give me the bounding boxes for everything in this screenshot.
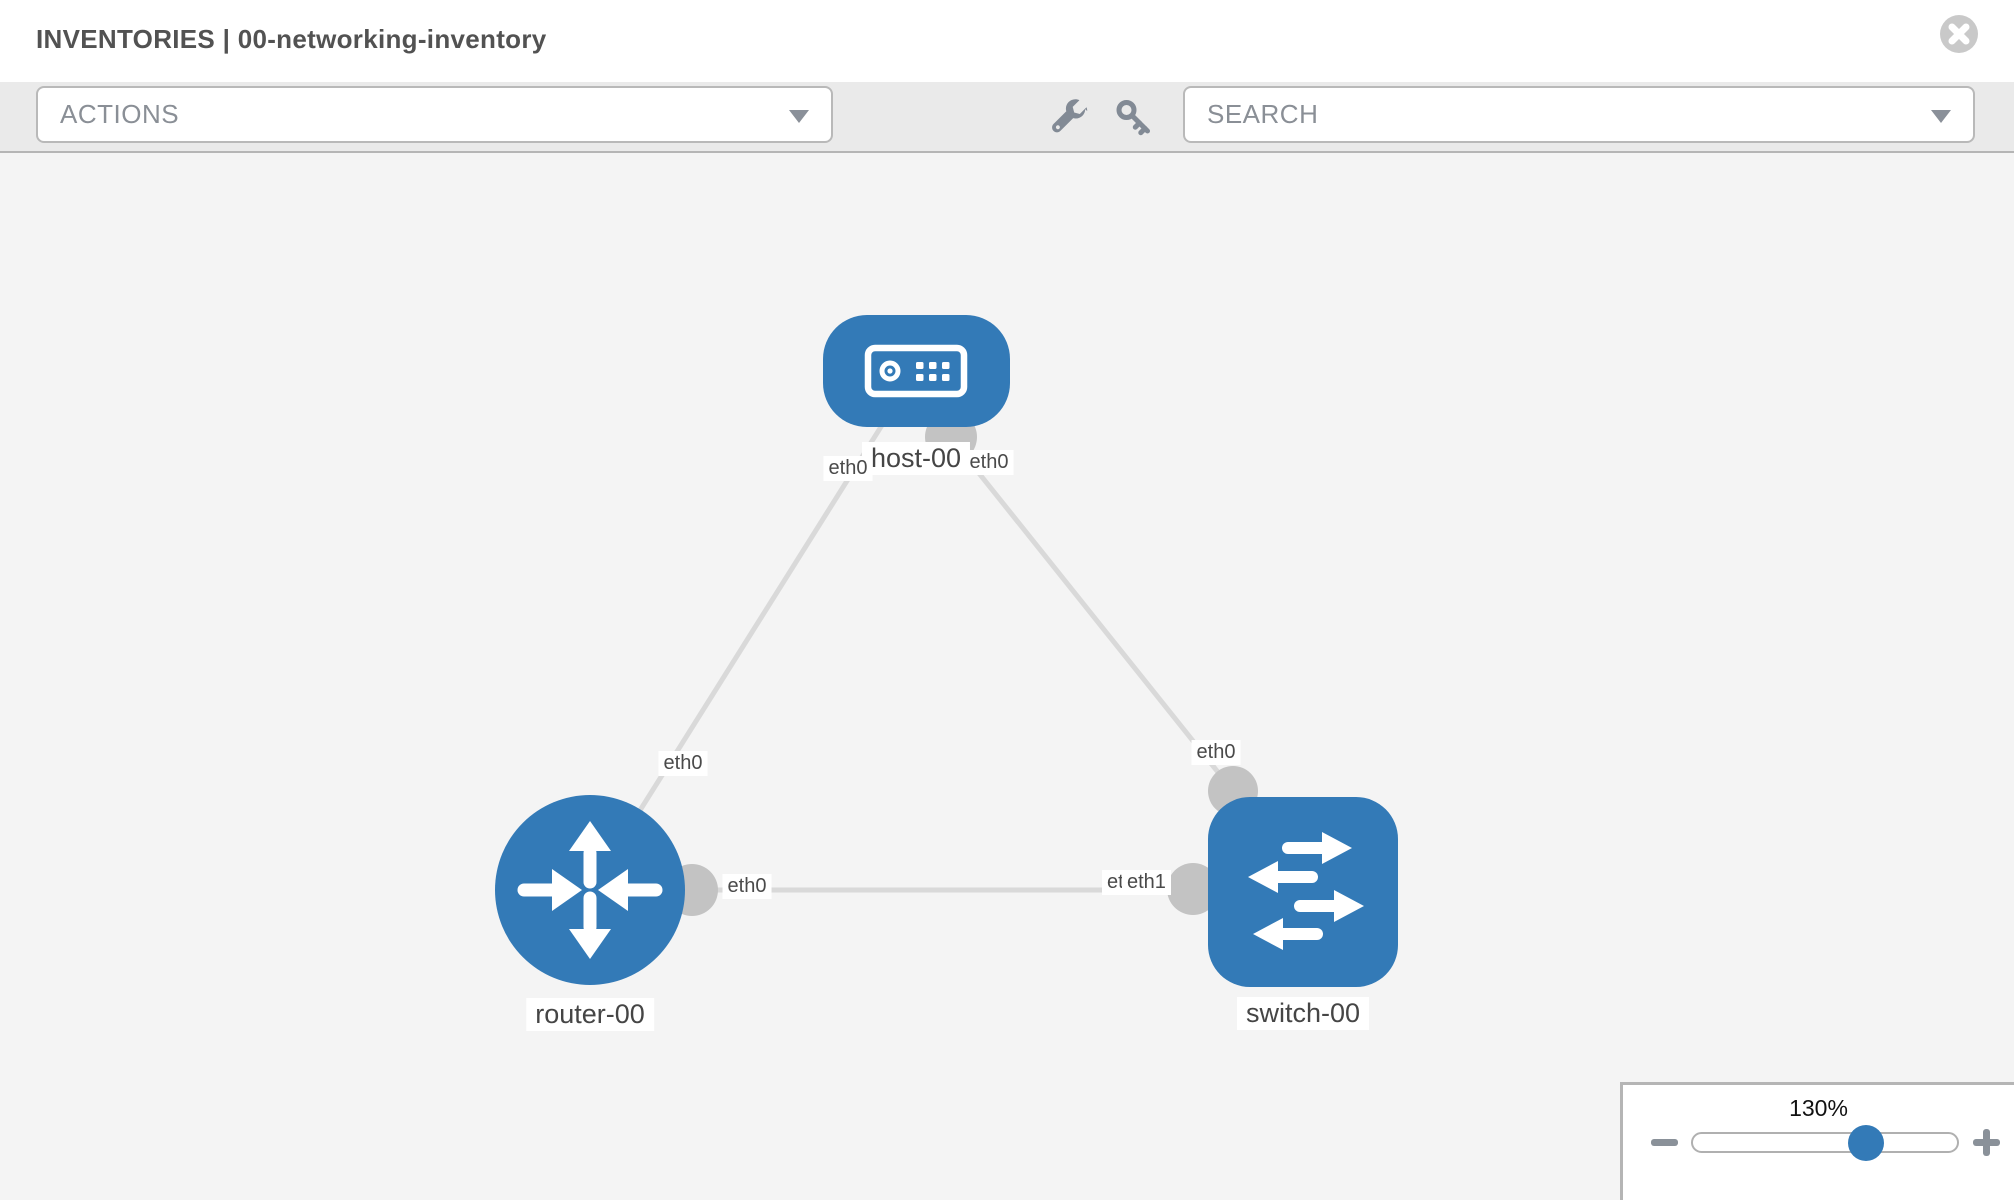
interface-label-router-to-host: eth0 [658, 751, 708, 776]
topology-canvas[interactable]: host-00 router-00 switch-00 eth0 eth0 et… [0, 153, 2014, 1200]
x-circle-icon [1940, 15, 1978, 53]
toolbar: ACTIONS SEARCH [0, 82, 2014, 153]
configure-button[interactable] [1048, 98, 1088, 138]
node-label-host: host-00 [861, 442, 971, 475]
key-icon [1116, 100, 1150, 136]
interface-label-host-to-router: eth0 [823, 456, 873, 481]
zoom-value: 130% [1789, 1095, 1848, 1121]
page-title: INVENTORIES | 00-networking-inventory [36, 24, 547, 54]
search-dropdown[interactable]: SEARCH [1183, 86, 1975, 143]
host-icon [864, 344, 968, 398]
interface-label-host-to-switch: eth0 [964, 450, 1014, 475]
minus-icon zoom-out-button[interactable] [1651, 1139, 1678, 1146]
breadcrumb-header: INVENTORIES | 00-networking-inventory [0, 0, 2014, 82]
node-host-00[interactable] [823, 315, 1010, 427]
credentials-button[interactable] [1114, 98, 1154, 138]
interface-endpoint [1167, 863, 1219, 915]
node-switch-00[interactable] [1208, 797, 1398, 987]
chevron-down-icon [1931, 109, 1951, 123]
interface-label-switch-to-host: eth0 [1191, 740, 1241, 765]
switch-icon [1248, 832, 1364, 950]
zoom-panel: 130% [1620, 1082, 2014, 1200]
chevron-down-icon [789, 109, 809, 123]
interface-label-router-to-switch: eth0 [722, 874, 772, 899]
node-router-00[interactable] [495, 795, 685, 985]
wrench-icon [1052, 99, 1088, 133]
plus-icon zoom-in-button[interactable] [1973, 1129, 2000, 1156]
actions-dropdown[interactable]: ACTIONS [36, 86, 833, 143]
zoom-slider[interactable] [1691, 1125, 1959, 1161]
zoom-slider-thumb[interactable] [1848, 1125, 1884, 1161]
router-icon [517, 821, 663, 959]
close-button[interactable] [1938, 13, 1980, 55]
actions-dropdown-label: ACTIONS [60, 99, 180, 129]
node-label-switch: switch-00 [1236, 997, 1370, 1030]
search-placeholder: SEARCH [1207, 99, 1319, 129]
node-label-router: router-00 [526, 998, 654, 1031]
interface-label-switch-to-router: eth1 [1122, 870, 1171, 895]
